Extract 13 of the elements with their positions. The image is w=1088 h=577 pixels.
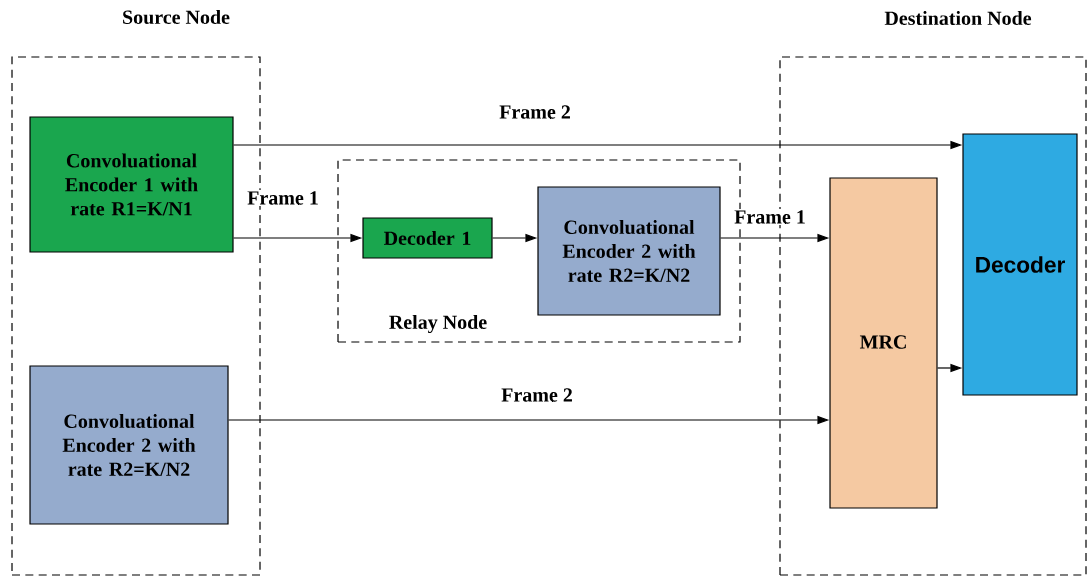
edge-label: Frame 2 (497, 103, 573, 121)
process-box: Convoluational Encoder 2 with rate R2=K/N2 (29, 365, 229, 525)
frame-heading: Source Node (123, 9, 230, 25)
edge-label: Frame 1 (245, 189, 321, 207)
edge-label: Frame 2 (499, 386, 575, 404)
frame-heading: Destination Node (884, 10, 1032, 25)
process-box: MRC (829, 177, 938, 509)
process-box: Decoder 1 (362, 217, 493, 259)
edge-label: Frame 1 (732, 208, 808, 226)
process-box: Convoluational Encoder 1 with rate R1=K/N1 (29, 116, 234, 253)
process-box: Convoluational Encoder 2 with rate R2=K/N2 (537, 186, 721, 316)
frame-heading: Relay Node (389, 314, 487, 334)
process-box: Decoder (962, 133, 1078, 396)
